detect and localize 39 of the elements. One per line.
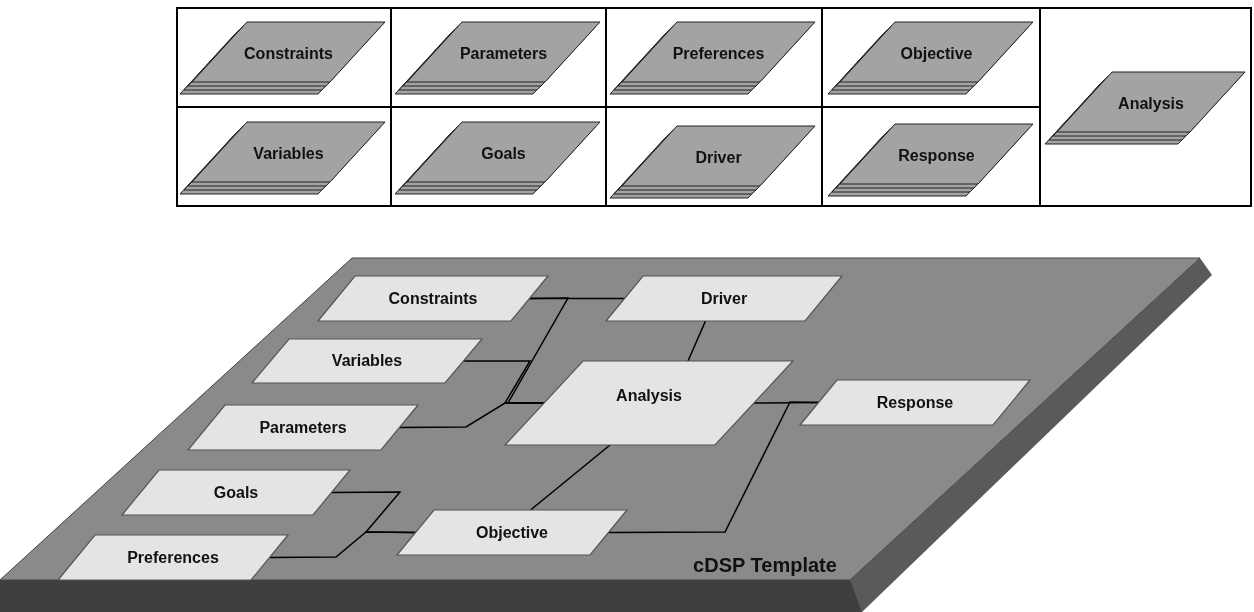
stacked-parallelogram <box>395 22 600 94</box>
node-label: Variables <box>253 145 324 163</box>
node-label: Analysis <box>616 387 682 406</box>
parallelogram-node <box>397 510 627 555</box>
parallelogram-node <box>505 361 793 445</box>
connector-line <box>687 320 707 362</box>
stacked-parallelogram <box>180 122 385 194</box>
stacked-parallelogram <box>180 22 385 94</box>
node-label: Analysis <box>1118 95 1184 113</box>
stacked-parallelogram <box>828 22 1033 94</box>
node-label: Driver <box>695 149 742 167</box>
node-label: Goals <box>481 145 526 163</box>
parallelogram-node <box>252 339 482 383</box>
node-label: Parameters <box>259 418 347 437</box>
stacked-parallelogram <box>395 122 600 194</box>
connector-line <box>529 444 611 511</box>
stacked-parallelogram <box>828 124 1033 196</box>
node-label: Response <box>898 147 975 165</box>
node-label: Variables <box>331 352 403 370</box>
node-label: Response <box>876 393 954 412</box>
stacked-parallelogram <box>610 22 815 94</box>
stacked-parallelogram <box>610 126 815 198</box>
node-label: Constraints <box>388 289 478 308</box>
parallelogram-node <box>188 405 418 450</box>
node-label: Parameters <box>459 45 548 63</box>
node-label: Preferences <box>672 45 765 63</box>
node-label: Objective <box>900 45 973 63</box>
node-label: Driver <box>700 289 748 308</box>
parallelogram-node <box>606 276 842 321</box>
node-label: Preferences <box>127 548 219 567</box>
node-label: Constraints <box>244 45 333 63</box>
connector-line <box>506 297 570 404</box>
node-label: Goals <box>213 483 259 502</box>
platform-title: cDSP Template <box>693 553 837 577</box>
parallelogram-node <box>318 276 548 321</box>
parallelogram-node <box>122 470 350 515</box>
stacked-parallelogram <box>1045 72 1245 144</box>
parallelogram-node <box>800 380 1030 425</box>
node-label: Objective <box>476 523 548 542</box>
